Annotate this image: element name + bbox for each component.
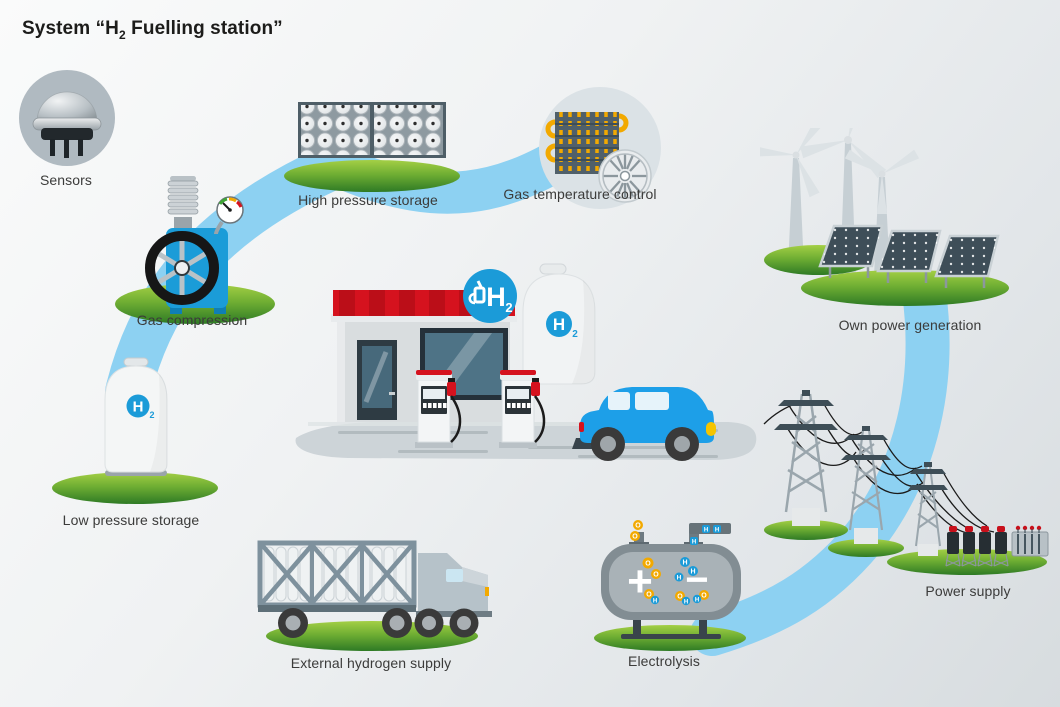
svg-text:H: H [653,599,657,605]
h2-logo: H 2 [126,394,155,420]
svg-text:O: O [646,592,652,599]
flywheel-icon [145,231,219,305]
power-supply-label: Power supply [925,583,1011,599]
electrolysis-label: Electrolysis [628,653,700,669]
svg-text:2: 2 [505,300,512,315]
svg-text:H: H [486,282,506,312]
svg-text:H: H [553,315,565,334]
sensors-node [17,68,117,172]
svg-text:2: 2 [572,329,578,340]
own-power-generation-label: Own power generation [838,317,982,333]
own-power-generation-node [760,128,1010,328]
cylinder-rack-icon [284,102,460,192]
title-subscript: 2 [119,27,126,42]
svg-text:O: O [653,572,659,579]
svg-text:H: H [692,540,696,546]
electrolyser-icon: + − O O O O O O O H H H H H H H H [594,520,746,651]
svg-text:H: H [690,569,695,576]
sensors-label: Sensors [39,172,93,188]
svg-text:H: H [715,528,719,534]
svg-text:O: O [635,523,641,530]
transformer-icon [945,525,1049,567]
transmission-tower-icon [908,462,948,547]
title-suffix: Fuelling station” [125,18,283,39]
high-pressure-storage-label: High pressure storage [298,192,438,208]
external-hydrogen-supply-node [250,535,495,655]
storage-tank-icon: H 2 [52,357,218,504]
svg-text:O: O [701,593,707,600]
low-pressure-storage-node: H 2 [50,350,220,510]
title-prefix: System “H [22,18,119,39]
svg-text:H: H [695,598,699,604]
door [357,340,397,420]
fuel-dispenser [499,370,546,448]
low-pressure-storage-label: Low pressure storage [62,512,200,528]
gas-temperature-control-label: Gas temperature control [503,186,657,202]
gas-temperature-control-node [535,84,665,214]
fuel-nozzle-icon [468,280,486,305]
trailer-frame [257,540,417,608]
heat-exchanger-icon [539,87,661,209]
svg-text:H: H [133,399,144,416]
gas-compression-node [110,172,280,332]
truck-cab [416,553,492,617]
fuel-dispenser [415,370,462,448]
high-pressure-storage-node [280,98,464,198]
fan-icon [598,149,652,203]
compressor-icon [115,176,275,324]
power-grid-icon [763,390,1049,575]
oxygen-bubbles: O O O O O O O [630,520,709,601]
transmission-tower-icon [774,390,838,513]
fuelling-station-scene: H 2 H 2 [278,252,768,472]
wind-solar-icon [760,128,1009,306]
svg-text:H: H [682,560,687,567]
tube-trailer-icon [257,540,492,651]
transmission-tower-icon [841,426,891,531]
svg-text:H: H [677,575,682,582]
solar-panel-icon [818,224,1000,288]
power-supply-node [762,382,1052,592]
electrolysis-node: + − O O O O O O O H H H H H H H H [585,518,765,660]
pressure-gauge-icon [216,196,244,224]
truck-wheels [278,608,479,638]
gas-compression-label: Gas compression [136,312,248,328]
page-title: System “H2 Fuelling station” [22,18,283,42]
car [572,387,716,461]
svg-text:H: H [684,600,688,606]
external-hydrogen-supply-label: External hydrogen supply [290,655,452,671]
fuelling-station-icon: H 2 H 2 [295,263,757,461]
sensor-icon [19,70,115,166]
wind-turbine-icon [760,128,920,280]
svg-text:2: 2 [149,410,154,420]
h2-badge: H 2 [463,269,517,323]
svg-text:O: O [677,594,683,601]
svg-text:H: H [704,528,708,534]
hydrogen-bubbles: H H H H H H H H H [650,525,721,606]
hydrogen-tank: H 2 [522,263,596,385]
svg-text:O: O [645,561,651,568]
svg-text:O: O [632,534,638,541]
